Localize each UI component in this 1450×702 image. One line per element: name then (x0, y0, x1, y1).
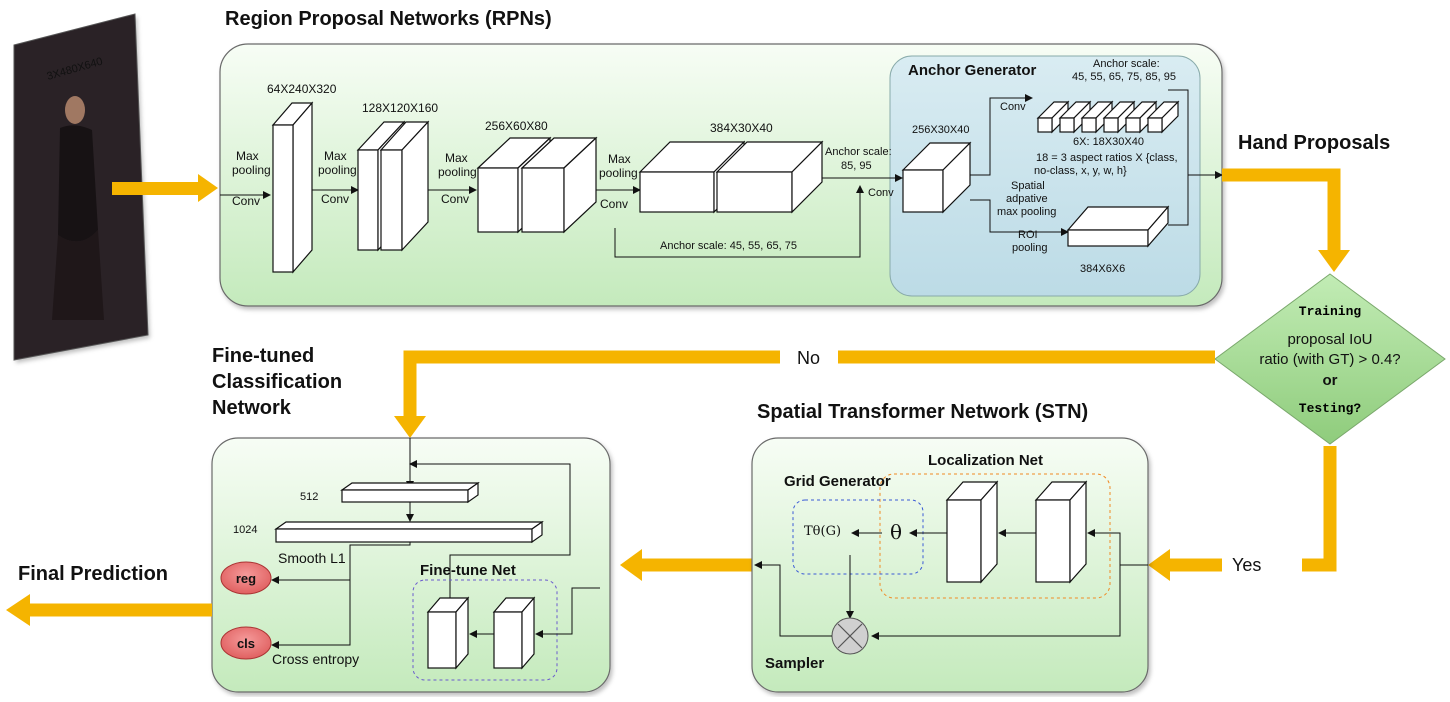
anchor-conv-label: Conv (1000, 101, 1026, 113)
anchor-scale-85-95: Anchor scale:85, 95 (825, 146, 892, 172)
localization-net-box (879, 473, 1111, 599)
rpn-dim-3: 256X60X80 (485, 119, 548, 133)
rpn-layer-256x30x40: 256X30X40 (901, 124, 972, 214)
anchor-output-box (1124, 100, 1158, 134)
anchor-generator-title: Anchor Generator (908, 62, 1037, 79)
anchor-scale-all: Anchor scale:45, 55, 65, 75, 85, 95 (1072, 58, 1176, 83)
rpn-conv-4: Conv (600, 197, 628, 211)
rpn-dim-5: 256X30X40 (912, 124, 970, 136)
yes-arrow (1148, 446, 1337, 581)
reg-label: reg (236, 571, 256, 586)
localization-net-title: Localization Net (928, 452, 1043, 469)
input-image: 3X480X640 (13, 13, 149, 361)
sampler-label: Sampler (765, 655, 824, 672)
cls-node: cls (220, 626, 272, 660)
no-arrow (394, 350, 1215, 438)
fc-512: 512 (300, 481, 480, 504)
roi-output-box (1066, 205, 1170, 248)
rpn-dim-4: 384X30X40 (710, 121, 773, 135)
anchor-formula: 18 = 3 aspect ratios X {class,no-class, … (1034, 152, 1178, 177)
roi-dims: 384X6X6 (1080, 263, 1125, 275)
rpn-conv-5: Conv (868, 187, 894, 199)
fc-1024-label: 1024 (233, 524, 257, 536)
hand-proposals-arrow (1222, 168, 1350, 272)
anchor-output-stack (1036, 100, 1180, 134)
rpn-layer-256x60x80: 256X60X80 (476, 119, 598, 234)
decision-testing: Testing? (1299, 401, 1362, 416)
rpn-title: Region Proposal Networks (RPNs) (225, 8, 552, 30)
decision-training: Training (1299, 304, 1362, 319)
rpn-layer-384x30x40: 384X30X40 (638, 121, 824, 214)
input-arrow (112, 174, 218, 202)
sampler-node (831, 617, 869, 655)
fine-tune-block-1 (426, 596, 470, 670)
rpn-conv-1: Conv (232, 194, 260, 208)
cls-label: cls (237, 636, 255, 651)
reg-node: reg (220, 561, 272, 595)
fc-512-label: 512 (300, 491, 318, 503)
grid-generator-box (792, 499, 924, 575)
smooth-l1-label: Smooth L1 (278, 550, 346, 566)
stn-title: Spatial Transformer Network (STN) (757, 401, 1088, 423)
person-head-shape (65, 96, 85, 124)
final-prediction-label: Final Prediction (18, 563, 168, 585)
rpn-layer-128x120x160: 128X120X160 (356, 101, 438, 252)
transform-label: Tθ(G) (804, 524, 841, 539)
rpn-conv-2: Conv (321, 192, 349, 206)
theta-label: θ (890, 520, 902, 544)
anchor-output-box (1058, 100, 1092, 134)
loc-block-2 (1034, 480, 1088, 584)
no-label: No (797, 348, 820, 368)
fine-tune-net-box (412, 579, 558, 681)
anchor-output-box (1146, 100, 1180, 134)
yes-label: Yes (1232, 555, 1261, 575)
rpn-layer-64x240x320: 64X240X320 (267, 82, 337, 274)
loc-block-1 (945, 480, 999, 584)
fine-tune-block-2 (492, 596, 536, 670)
rpn-dim-1: 64X240X320 (267, 82, 337, 96)
hand-proposals-label: Hand Proposals (1238, 132, 1390, 154)
rpn-dim-2: 128X120X160 (362, 101, 438, 115)
fc-1024: 1024 (233, 520, 544, 544)
final-prediction-arrow (6, 594, 212, 626)
decision-or: or (1323, 372, 1338, 389)
grid-generator-title: Grid Generator (784, 473, 891, 490)
anchor-scale-45-75: Anchor scale: 45, 55, 65, 75 (660, 240, 797, 252)
fine-tune-net-title: Fine-tune Net (420, 562, 516, 579)
stn-to-finetune-arrow (620, 549, 752, 581)
cross-entropy-label: Cross entropy (272, 651, 359, 667)
anchor-output-box (1080, 100, 1114, 134)
anchor-output-box (1102, 100, 1136, 134)
rpn-conv-3: Conv (441, 192, 469, 206)
anchor-output-dims: 6X: 18X30X40 (1073, 136, 1144, 148)
